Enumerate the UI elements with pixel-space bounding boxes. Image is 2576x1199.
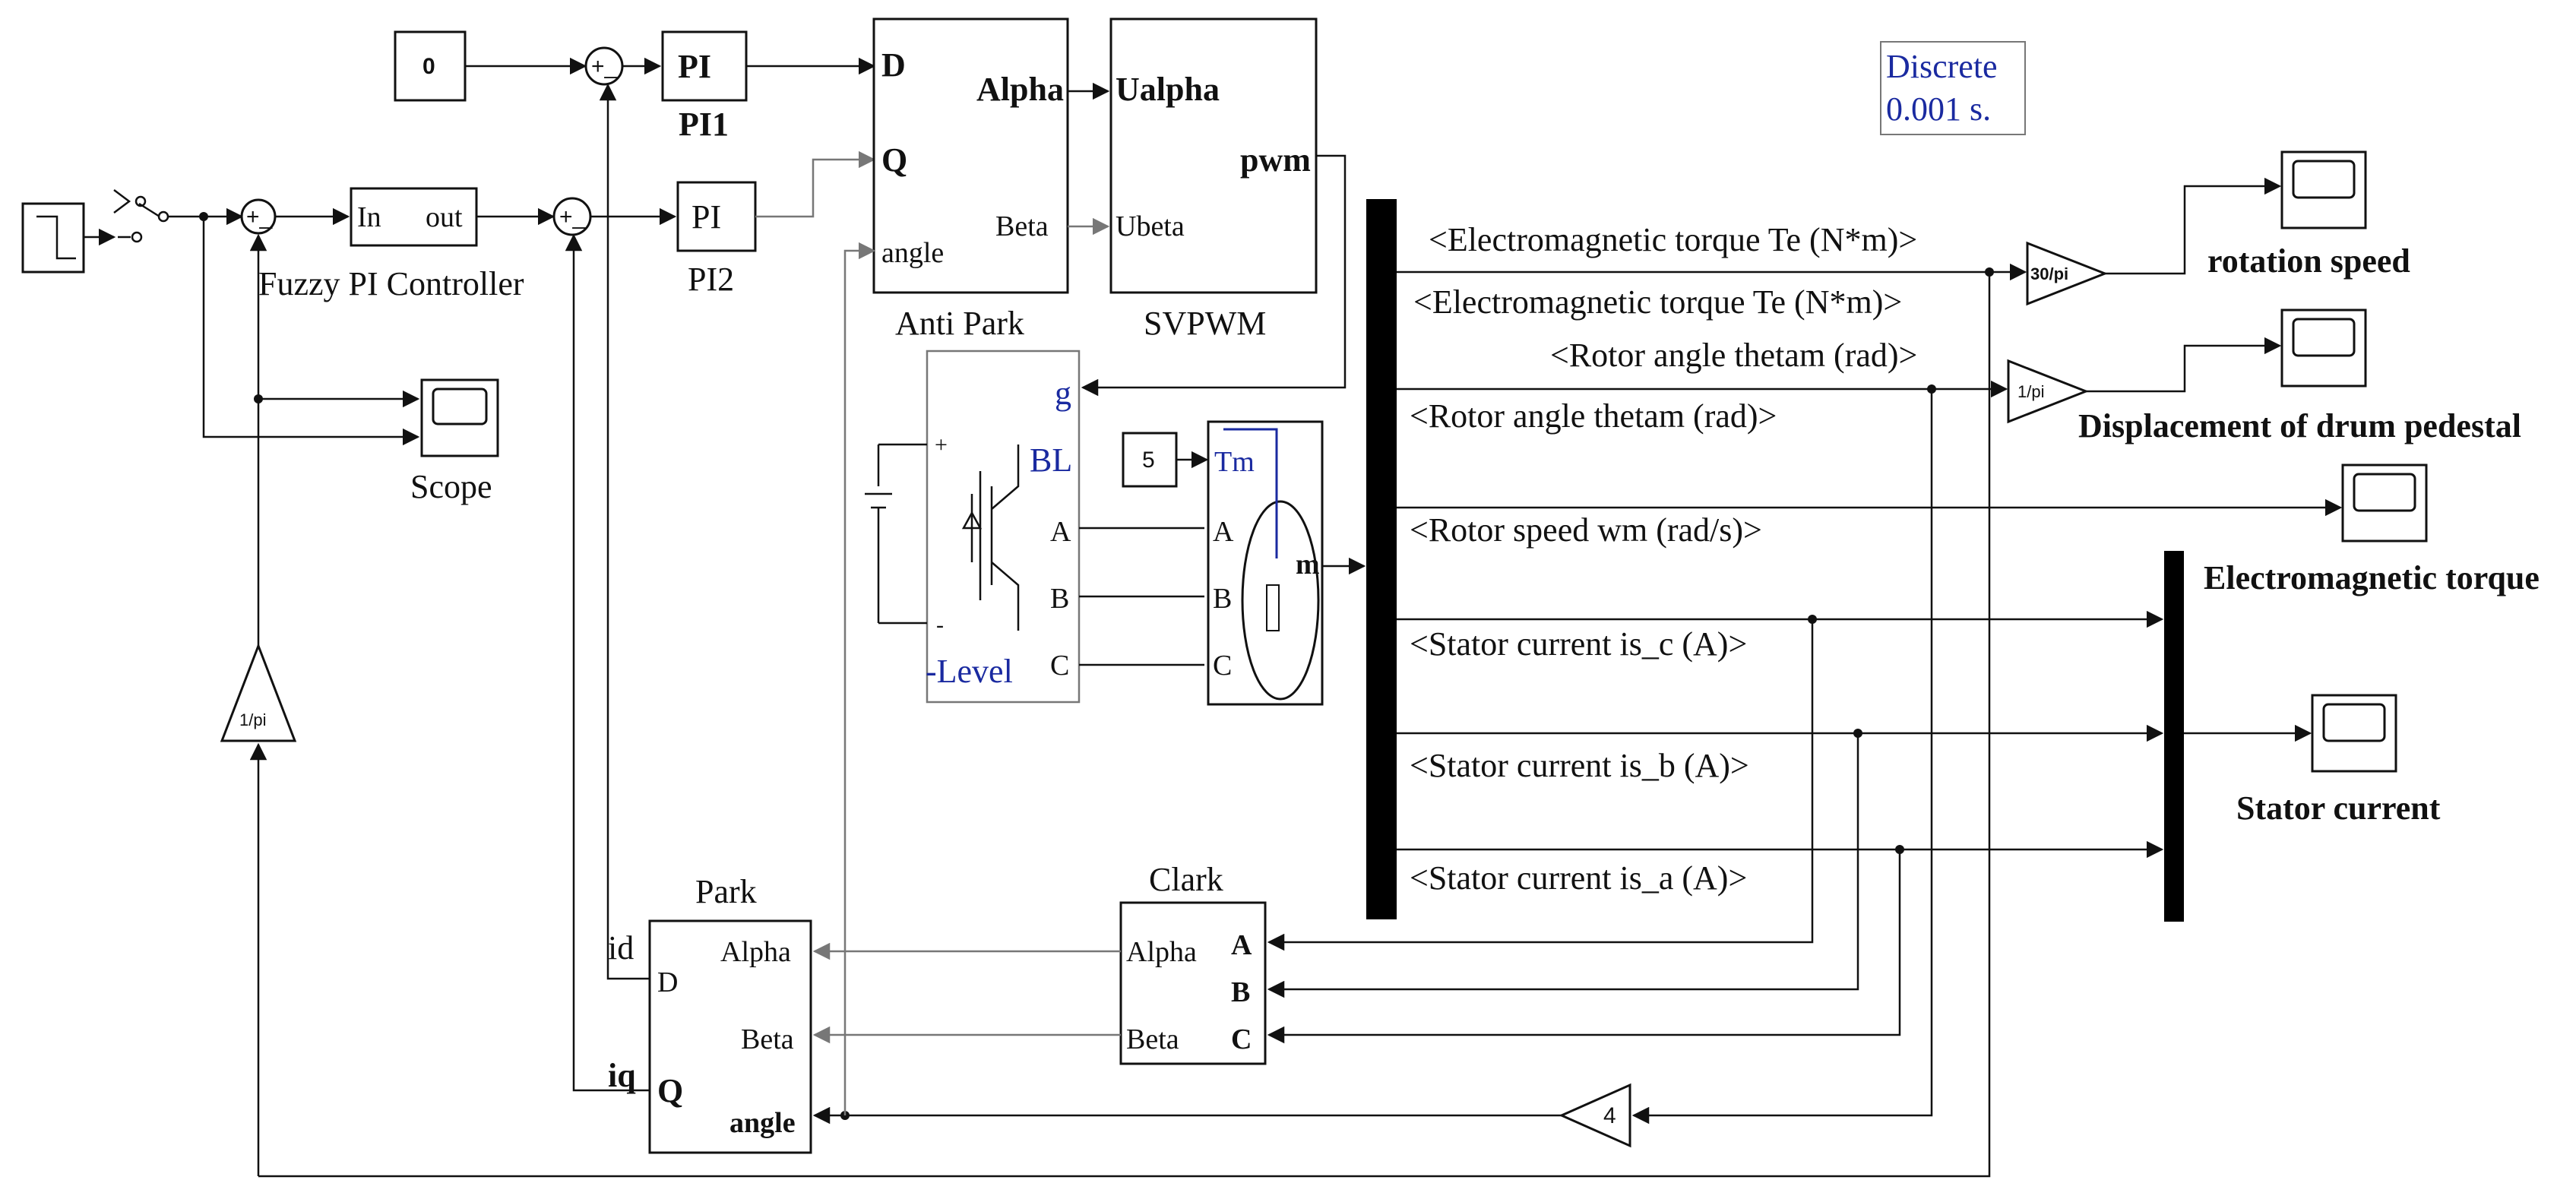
solver-line1: Discrete [1886, 48, 1998, 85]
svpwm-ualpha: Ualpha [1116, 71, 1220, 108]
gain-1pi-right-label: 1/pi [2017, 382, 2044, 401]
pi1-caption: PI1 [679, 106, 729, 143]
motor-b: B [1213, 583, 1232, 615]
pi2-caption: PI2 [688, 261, 734, 298]
scope-displacement[interactable] [2280, 308, 2367, 388]
inverter-b: B [1050, 583, 1069, 615]
anti-park-block[interactable]: D Q angle Alpha Beta [872, 17, 1069, 294]
fuzzy-out-port: out [426, 201, 463, 233]
park-alpha: Alpha [720, 936, 791, 968]
fuzzy-in-port: In [357, 201, 381, 233]
sum-block-2[interactable]: +_ [552, 197, 592, 236]
anti-park-d: D [881, 46, 906, 84]
clark-block[interactable]: Alpha Beta A B C [1119, 901, 1267, 1065]
constant-five-block[interactable]: 5 [1122, 432, 1178, 488]
dc-plus: + [935, 432, 948, 457]
clark-c: C [1231, 1023, 1252, 1055]
inverter-g: g [1055, 375, 1071, 412]
clark-caption: Clark [1149, 861, 1223, 898]
bus-signal-5: <Stator current is_c (A)> [1410, 625, 1747, 663]
inverter-bl: BL [1030, 441, 1072, 479]
bus-signal-2: <Rotor angle thetam (rad)> [1550, 337, 1917, 374]
anti-park-caption: Anti Park [895, 305, 1024, 342]
bus-signal-4: <Rotor speed wm (rad/s)> [1410, 511, 1762, 549]
step-source-block[interactable] [21, 202, 85, 274]
anti-park-beta: Beta [995, 210, 1049, 242]
motor-m: m [1296, 549, 1320, 581]
pmsm-motor-block[interactable]: Tm A B C m [1207, 420, 1324, 706]
bus-signal-3: <Rotor angle thetam (rad)> [1410, 397, 1777, 435]
inverter-a: A [1050, 516, 1071, 548]
constant-zero-block[interactable]: 0 [394, 30, 467, 102]
gain-1-over-pi-right[interactable]: 1/pi [2007, 359, 2090, 424]
sum-sign: +_ [559, 204, 587, 229]
inverter-c: C [1050, 650, 1069, 682]
solver-config-block[interactable]: Discrete 0.001 s. [1880, 41, 2026, 135]
sum-sign: +_ [591, 54, 619, 79]
svpwm-ubeta: Ubeta [1116, 210, 1185, 242]
bus-signal-7: <Stator current is_a (A)> [1410, 859, 1747, 897]
clark-a: A [1231, 929, 1252, 961]
stator-current-label: Stator current [2236, 789, 2441, 827]
anti-park-alpha: Alpha [976, 71, 1064, 108]
bus-signal-0: <Electromagnetic torque Te (N*m)> [1429, 221, 1917, 258]
park-beta: Beta [741, 1023, 794, 1055]
rotation-speed-label: rotation speed [2207, 242, 2410, 280]
svpwm-block[interactable]: Ualpha Ubeta pwm [1109, 17, 1318, 294]
inverter-caption: -Level [926, 653, 1013, 690]
scope-left[interactable] [420, 378, 499, 457]
scope-rotor-speed[interactable] [2341, 463, 2428, 543]
park-angle: angle [729, 1107, 796, 1139]
svpwm-caption: SVPWM [1144, 305, 1266, 342]
sum-block-3[interactable]: +_ [584, 46, 624, 86]
gain-left-label: 1/pi [239, 710, 266, 729]
bus-signal-6: <Stator current is_b (A)> [1410, 747, 1749, 784]
pi2-block[interactable]: PI [676, 181, 757, 252]
park-d: D [657, 966, 678, 998]
sum-sign: +_ [246, 204, 274, 229]
clark-beta: Beta [1126, 1023, 1179, 1055]
fuzzy-caption: Fuzzy PI Controller [258, 265, 524, 302]
stator-current-mux[interactable] [2164, 551, 2184, 922]
scope-caption: Scope [410, 468, 492, 505]
motor-tm: Tm [1214, 446, 1255, 478]
motor-a: A [1213, 516, 1234, 548]
motor-c: C [1213, 650, 1232, 682]
pi1-block[interactable]: PI [661, 30, 748, 102]
scope-stator-current[interactable] [2311, 694, 2397, 773]
pi2-text: PI [691, 198, 721, 236]
pi1-text: PI [678, 48, 711, 85]
anti-park-q: Q [881, 141, 907, 179]
clark-b: B [1231, 976, 1250, 1008]
park-caption: Park [695, 873, 757, 910]
const-five-value: 5 [1142, 448, 1155, 473]
scope-rotation-speed[interactable] [2280, 150, 2367, 229]
park-block[interactable]: D Q Alpha Beta angle [648, 919, 812, 1154]
bus-selector[interactable] [1366, 199, 1397, 919]
solver-line2: 0.001 s. [1886, 90, 1991, 128]
gain-30pi-label: 30/pi [2030, 264, 2068, 283]
clark-alpha: Alpha [1126, 936, 1197, 968]
sum-block-1[interactable]: +_ [240, 198, 277, 235]
park-q: Q [657, 1072, 683, 1109]
svpwm-pwm: pwm [1240, 141, 1311, 179]
fuzzy-pi-controller-block[interactable]: In out [350, 187, 478, 247]
anti-park-angle: angle [881, 237, 944, 269]
gain-30-over-pi[interactable]: 30/pi [2026, 241, 2109, 306]
park-id-label: id [608, 929, 634, 966]
gain-4[interactable]: 4 [1559, 1083, 1631, 1148]
park-iq-label: iq [608, 1057, 636, 1094]
displacement-label: Displacement of drum pedestal [2078, 407, 2521, 444]
em-torque-label: Electromagnetic torque [2204, 559, 2540, 596]
gain-4-label: 4 [1603, 1103, 1616, 1128]
const-zero-value: 0 [422, 54, 435, 79]
inverter-block[interactable]: g BL A B C + - [865, 350, 1081, 704]
bus-signal-1: <Electromagnetic torque Te (N*m)> [1413, 283, 1902, 321]
dc-minus: - [936, 612, 944, 637]
gain-1-over-pi-left[interactable]: 1/pi [220, 642, 297, 742]
manual-switch[interactable] [113, 189, 169, 243]
